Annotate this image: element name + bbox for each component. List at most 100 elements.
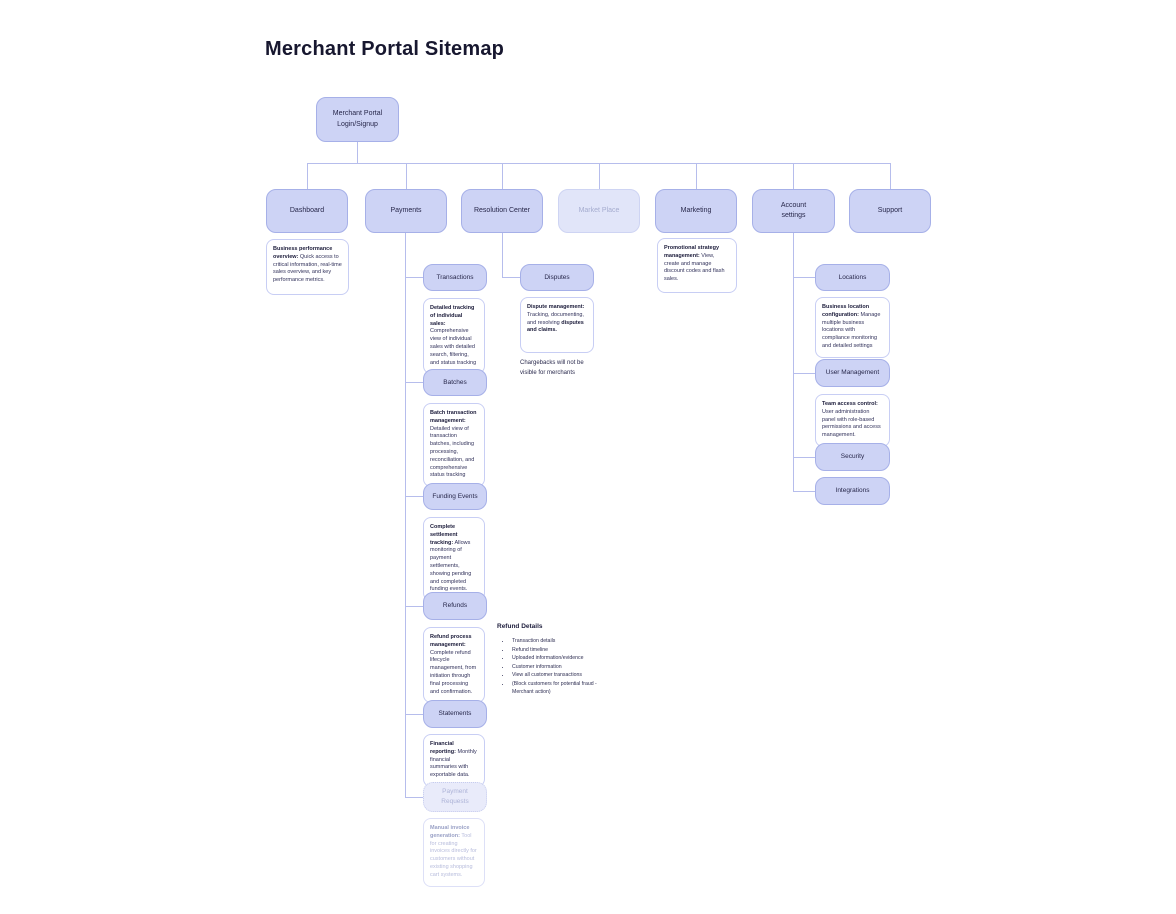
desc-disputes: Dispute management: Tracking, documentin… — [520, 297, 594, 353]
node-label: Dashboard — [289, 206, 325, 214]
node-label: Account settings — [780, 201, 807, 220]
connector-line — [696, 163, 697, 189]
desc-statements: Financial reporting: Monthly financial s… — [423, 734, 485, 787]
connector-line — [599, 163, 600, 189]
desc-transactions: Detailed tracking of individual sales: C… — [423, 298, 485, 375]
connector-line — [307, 163, 308, 189]
node-label: Security — [840, 453, 865, 461]
connector-line — [307, 163, 890, 164]
desc-text: Monthly financial summaries with exporta… — [430, 748, 477, 779]
note-chargebacks: Chargebacks will not be visible for merc… — [520, 360, 584, 377]
desc-lead: Refund process management: — [430, 634, 472, 648]
node-security[interactable]: Security — [815, 443, 890, 471]
desc-dashboard: Business performance overview: Quick acc… — [266, 239, 349, 295]
node-label: Locations — [838, 273, 867, 281]
desc-lead: Dispute management: — [527, 304, 585, 310]
node-label: Support — [877, 206, 903, 214]
node-market-place[interactable]: Market Place — [558, 189, 640, 233]
connector-line — [405, 606, 423, 607]
connector-line — [793, 233, 794, 491]
desc-lead: Batch transaction management: — [430, 410, 477, 424]
desc-lead: Detailed tracking of individual sales: — [430, 305, 475, 327]
desc-lead: Complete settlement tracking: — [430, 524, 458, 546]
desc-lead: Business location configuration: — [822, 304, 870, 318]
node-label: Resolution Center — [473, 206, 531, 214]
node-label: Integrations — [835, 487, 870, 495]
node-support[interactable]: Support — [849, 189, 931, 233]
node-transactions[interactable]: Transactions — [423, 264, 487, 291]
node-root-login-signup[interactable]: Merchant Portal Login/Signup — [316, 97, 399, 142]
node-label: Transactions — [436, 273, 474, 281]
refund-details-title: Refund Details — [497, 623, 543, 630]
node-label: Statements — [438, 710, 472, 718]
node-payment-requests[interactable]: Payment Requests — [423, 782, 487, 812]
desc-lead: Financial reporting: — [430, 741, 456, 755]
desc-text: Tool for creating invoices directly for … — [430, 832, 477, 878]
connector-line — [405, 233, 406, 797]
desc-text: Quick access to critical information, re… — [273, 253, 342, 284]
node-label: Marketing — [680, 206, 712, 214]
desc-bold-tail: disputes and claims. — [527, 319, 584, 334]
page-title: Merchant Portal Sitemap — [265, 38, 505, 60]
connector-line — [502, 233, 503, 277]
node-refunds[interactable]: Refunds — [423, 592, 487, 620]
node-account-settings[interactable]: Account settings — [752, 189, 835, 233]
connector-line — [406, 163, 407, 189]
desc-text: User administration panel with role-base… — [822, 408, 881, 439]
node-label: Merchant Portal Login/Signup — [332, 110, 383, 128]
desc-batches: Batch transaction management: Detailed v… — [423, 403, 485, 488]
node-resolution-center[interactable]: Resolution Center — [461, 189, 543, 233]
node-batches[interactable]: Batches — [423, 369, 487, 396]
desc-user-management: Team access control: User administration… — [815, 394, 890, 447]
desc-text: Tracking, documenting, and resolving — [527, 311, 584, 326]
desc-marketing: Promotional strategy management: View, c… — [657, 238, 737, 293]
desc-text: Complete refund lifecycle management, fr… — [430, 649, 477, 695]
desc-text: View, create and manage discount codes a… — [664, 252, 725, 283]
node-payments[interactable]: Payments — [365, 189, 447, 233]
node-label: Batches — [443, 378, 467, 386]
refund-details-item: Refund timeline — [511, 646, 615, 655]
desc-refunds: Refund process management: Complete refu… — [423, 627, 485, 704]
connector-line — [793, 277, 815, 278]
connector-line — [793, 163, 794, 189]
connector-line — [793, 491, 815, 492]
connector-line — [793, 373, 815, 374]
desc-locations: Business location configuration: Manage … — [815, 297, 890, 358]
refund-details-item: Transaction details — [511, 637, 615, 646]
connector-line — [357, 142, 358, 163]
refund-details-item: (Block customers for potential fraud - M… — [511, 680, 615, 697]
node-label: Funding Events — [432, 492, 478, 500]
connector-line — [405, 382, 423, 383]
node-user-management[interactable]: User Management — [815, 359, 890, 387]
desc-text: Comprehensive view of individual sales w… — [430, 328, 477, 366]
connector-line — [502, 163, 503, 189]
node-statements[interactable]: Statements — [423, 700, 487, 728]
refund-details-item: Customer information — [511, 663, 615, 672]
node-label: Disputes — [544, 273, 570, 281]
connector-line — [405, 277, 423, 278]
node-integrations[interactable]: Integrations — [815, 477, 890, 505]
connector-line — [502, 277, 520, 278]
refund-details-item: Uploaded information/evidence — [511, 654, 615, 663]
node-dashboard[interactable]: Dashboard — [266, 189, 348, 233]
desc-text: Detailed view of transaction batches, in… — [430, 425, 475, 479]
node-disputes[interactable]: Disputes — [520, 264, 594, 291]
refund-details-list: Transaction details Refund timeline Uplo… — [501, 637, 615, 697]
node-label: Payments — [390, 206, 422, 214]
node-funding-events[interactable]: Funding Events — [423, 483, 487, 510]
refund-details-item: View all customer transactions — [511, 671, 615, 680]
node-marketing[interactable]: Marketing — [655, 189, 737, 233]
node-locations[interactable]: Locations — [815, 264, 890, 291]
node-label: Payment Requests — [441, 788, 469, 805]
desc-lead: Promotional strategy management: — [664, 245, 720, 259]
desc-lead: Team access control: — [822, 401, 878, 407]
desc-lead: Business performance overview: — [273, 246, 333, 260]
connector-line — [405, 714, 423, 715]
desc-funding-events: Complete settlement tracking: Allows mon… — [423, 517, 485, 602]
connector-line — [405, 797, 423, 798]
node-label: Refunds — [442, 602, 468, 610]
node-label: Market Place — [578, 206, 620, 214]
node-label: User Management — [825, 369, 880, 377]
desc-text: Allows monitoring of payment settlements… — [430, 539, 472, 593]
